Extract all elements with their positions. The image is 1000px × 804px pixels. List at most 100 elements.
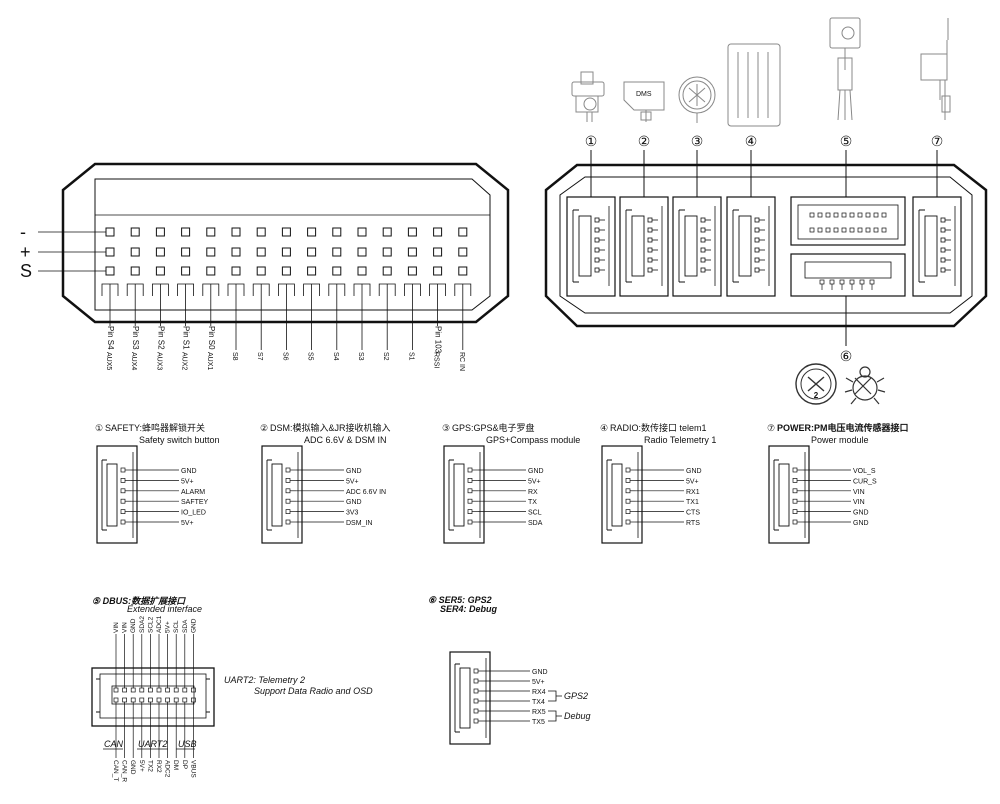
pinout-title-text: GPS:GPS&电子罗盘 [452,422,535,433]
pin-contact [792,498,798,504]
pin-contact [285,478,291,483]
pwm-pin [130,266,140,276]
ser-pin-label: TX5 [532,719,545,726]
pwm-pin-function: AUX5 [105,352,112,370]
pin-label: VOL_S [853,468,876,475]
pwm-pin [206,247,216,257]
dbus-top-pin [113,687,119,693]
dbus-pin [849,227,855,233]
pin-label: GND [853,510,869,517]
rail-label: S [20,261,32,281]
pwm-pin-function: S8 [231,352,238,361]
ser-pin-label: 5V+ [532,679,545,686]
pin-contact [625,519,631,525]
pwm-pin-function: AUX1 [206,352,213,370]
dbus-bottom-pin-label: TX2 [146,760,153,772]
pwm-pin-function: AUX3 [155,352,162,370]
pinout-title: ① [95,423,103,433]
pinout-title: ③ [442,423,450,433]
dbus-top-pin [139,687,145,693]
connector-outline [768,445,810,544]
pinout-title-text: SAFETY:蜂鸣器解锁开关 [105,422,205,433]
dbus-pin [809,227,815,233]
pin-contact [285,488,291,494]
pin-contact [792,478,798,483]
pin-contact [467,498,473,504]
pinout-subtitle: Radio Telemetry 1 [644,435,716,445]
ser-pin [869,279,875,285]
buzzer-switch-icon [571,71,605,122]
pwm-pin [382,266,392,276]
pin-contact [467,488,473,494]
pwm-pin-function: RC IN [458,352,465,371]
pwm-pin [433,266,443,276]
pin-label: ADC 6.6V IN [346,489,386,496]
pwm-pin [256,266,266,276]
pwm-pin [155,247,165,257]
gh-connector [619,196,669,297]
ser-pin [819,279,825,285]
ser-title-2: SER4: Debug [440,604,498,614]
pinout-subtitle: ADC 6.6V & DSM IN [304,435,387,445]
pin-label: RX [528,489,538,496]
connector-outline [443,445,485,544]
pin-label: GND [686,468,702,475]
dbus-pin [881,227,887,233]
pwm-pin-number: Pin S3 [131,326,140,350]
pinout-subtitle: GPS+Compass module [486,435,580,445]
rail-label: + [20,242,31,262]
pwm-pin-function: S2 [382,352,389,361]
device-icons: DMS [571,17,951,405]
dbus-pin [865,212,871,218]
pwm-pin [181,247,191,257]
dbus-pin [841,227,847,233]
dbus-bottom-pin-label: DP [181,760,188,769]
pin-contact [792,488,798,494]
connector-number: ③ [691,133,704,149]
ser-pin-contact [473,708,479,714]
ser-pin-contact [473,718,479,724]
pwm-pin [231,227,241,237]
pin-contact [120,478,126,483]
pin-label: 3V3 [346,510,359,517]
pwm-pin-number: Pin S4 [106,326,115,350]
pwm-pin [407,247,417,257]
dbus-pin [865,227,871,233]
dbus-connector [790,196,906,297]
dsm-label: DMS [636,91,652,98]
pin-contact [467,478,473,483]
pin-contact [625,478,631,483]
pwm-pin [433,227,443,237]
connector-outline [601,445,643,544]
pin-label: DSM_IN [346,520,372,527]
pwm-pin [231,247,241,257]
dbus-pin [857,227,863,233]
pwm-pin-function: AUX4 [130,352,137,370]
pinout-subtitle: Safety switch button [139,435,220,445]
dbus-bottom-pin-label: CAN_R [121,760,128,782]
pwm-pin-function: S6 [281,352,288,361]
dsm-receiver-icon: DMS [623,81,665,122]
dbus-top-pin [191,687,196,693]
pwm-pin [256,247,266,257]
pinout-subtitle: Power module [811,435,869,445]
dbus-bottom-pin [139,697,145,703]
dbus-bottom-pin-label: ADC2 [164,760,171,778]
pin-contact [120,467,126,473]
ser-pin-label: RX5 [532,709,546,716]
dbus-pin [825,212,831,218]
pin-contact [792,519,798,525]
pwm-pin [332,247,342,257]
pin-label: GND [181,468,197,475]
pwm-pin-function: S3 [357,352,364,361]
pin-contact [120,519,126,525]
pwm-pin-function: S7 [256,352,263,361]
dbus-top-pin [148,687,153,693]
dbus-group-usb: USB [178,739,197,749]
pwm-pin [105,227,115,237]
connector-outline [261,445,303,544]
pinout-title: ② [260,423,268,433]
